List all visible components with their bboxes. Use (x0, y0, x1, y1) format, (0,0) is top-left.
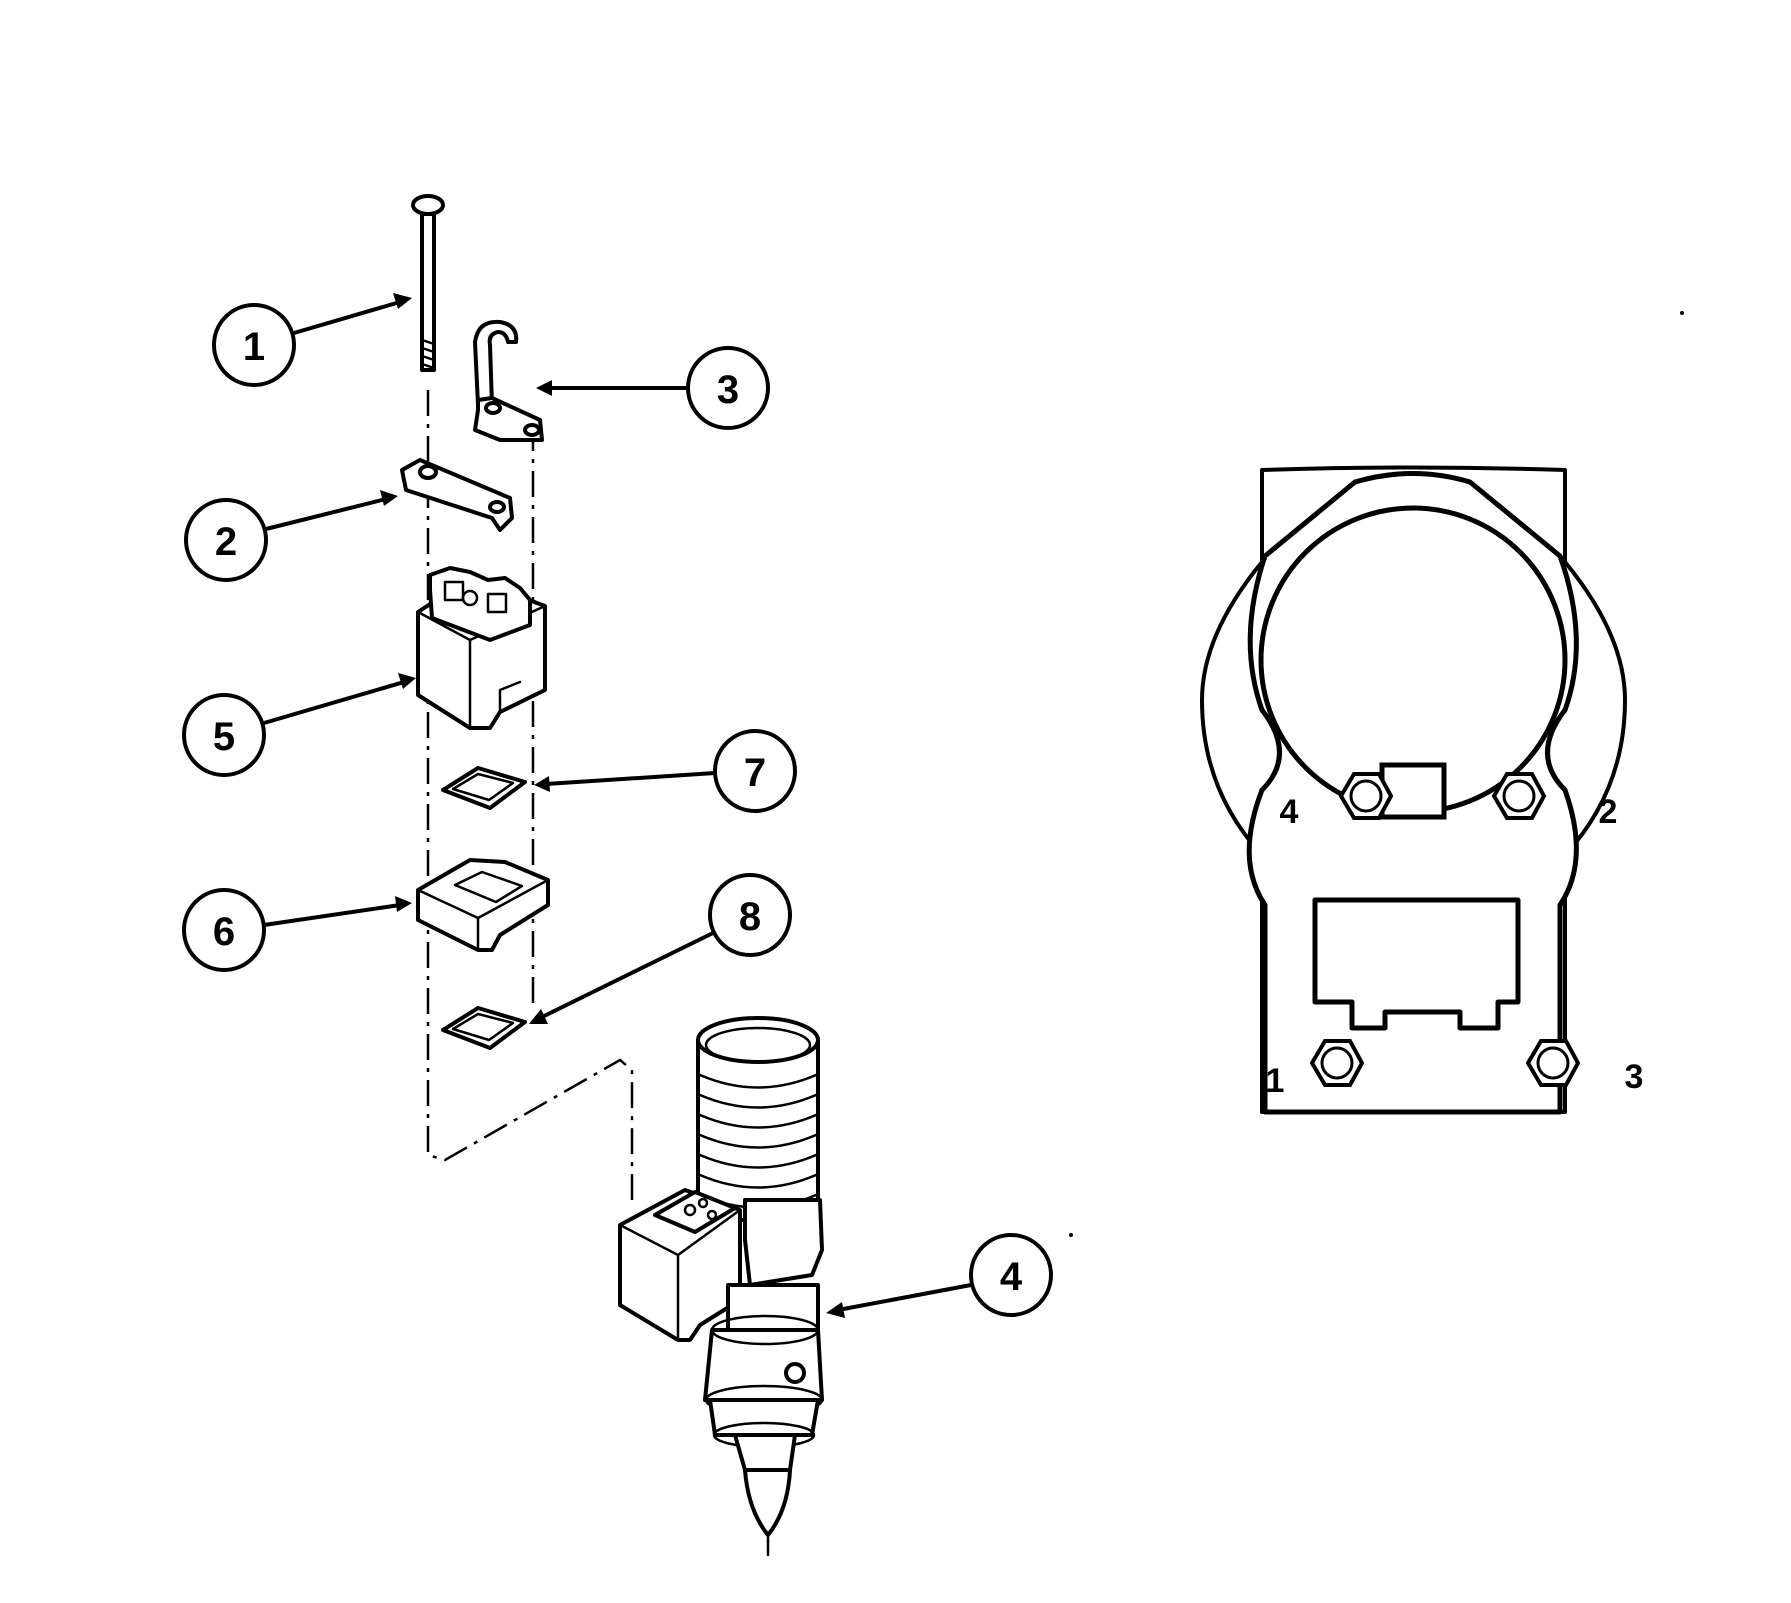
bolt-sequence-label-2: 2 (1599, 793, 1618, 831)
callout-4: 4 (969, 1233, 1053, 1317)
leader-4 (826, 1283, 973, 1318)
part-bolt (411, 194, 445, 372)
leader-6 (262, 896, 412, 927)
callout-2: 2 (184, 498, 268, 582)
callout-8-label: 8 (739, 895, 761, 939)
leader-7 (534, 771, 717, 792)
callout-7: 7 (713, 729, 797, 813)
leader-3 (536, 380, 690, 396)
leader-arrows (262, 293, 973, 1318)
callout-2-label: 2 (215, 520, 237, 564)
scan-speck (1069, 1233, 1073, 1237)
leader-2 (264, 490, 398, 531)
callout-5-label: 5 (213, 715, 235, 759)
part-solenoid-block (416, 566, 547, 730)
callout-6-label: 6 (213, 910, 235, 954)
bolt-position-2 (1491, 772, 1547, 820)
leader-1 (292, 293, 412, 335)
callout-3: 3 (686, 346, 770, 430)
part-adapter-plate (416, 858, 550, 952)
part-gasket-upper (441, 766, 527, 810)
leader-5 (262, 673, 416, 725)
bolt-sequence-label-4: 4 (1280, 793, 1299, 831)
callout-8: 8 (708, 873, 792, 957)
callout-4-label: 4 (1000, 1255, 1023, 1299)
scan-speck (1680, 311, 1684, 315)
assembly-center-lines (426, 390, 634, 1200)
bolt-position-4 (1338, 772, 1394, 820)
bolt-position-1 (1309, 1039, 1365, 1087)
callout-6: 6 (182, 888, 266, 972)
bolt-position-3 (1525, 1039, 1581, 1087)
bolt-sequence-label-1: 1 (1266, 1062, 1285, 1100)
callout-7-label: 7 (744, 751, 766, 795)
callout-1: 1 (212, 303, 296, 387)
part-clamp (400, 458, 514, 532)
part-injector (618, 1016, 824, 1557)
callout-3-label: 3 (717, 368, 739, 412)
bolt-sequence-plan-view: 4 2 1 3 (1200, 465, 1644, 1115)
bolt-sequence-label-3: 3 (1625, 1058, 1644, 1096)
leader-8 (529, 930, 717, 1024)
callout-5: 5 (182, 693, 266, 777)
part-bracket-clip (473, 319, 544, 442)
callout-1-label: 1 (243, 325, 265, 369)
part-gasket-lower (441, 1006, 527, 1050)
